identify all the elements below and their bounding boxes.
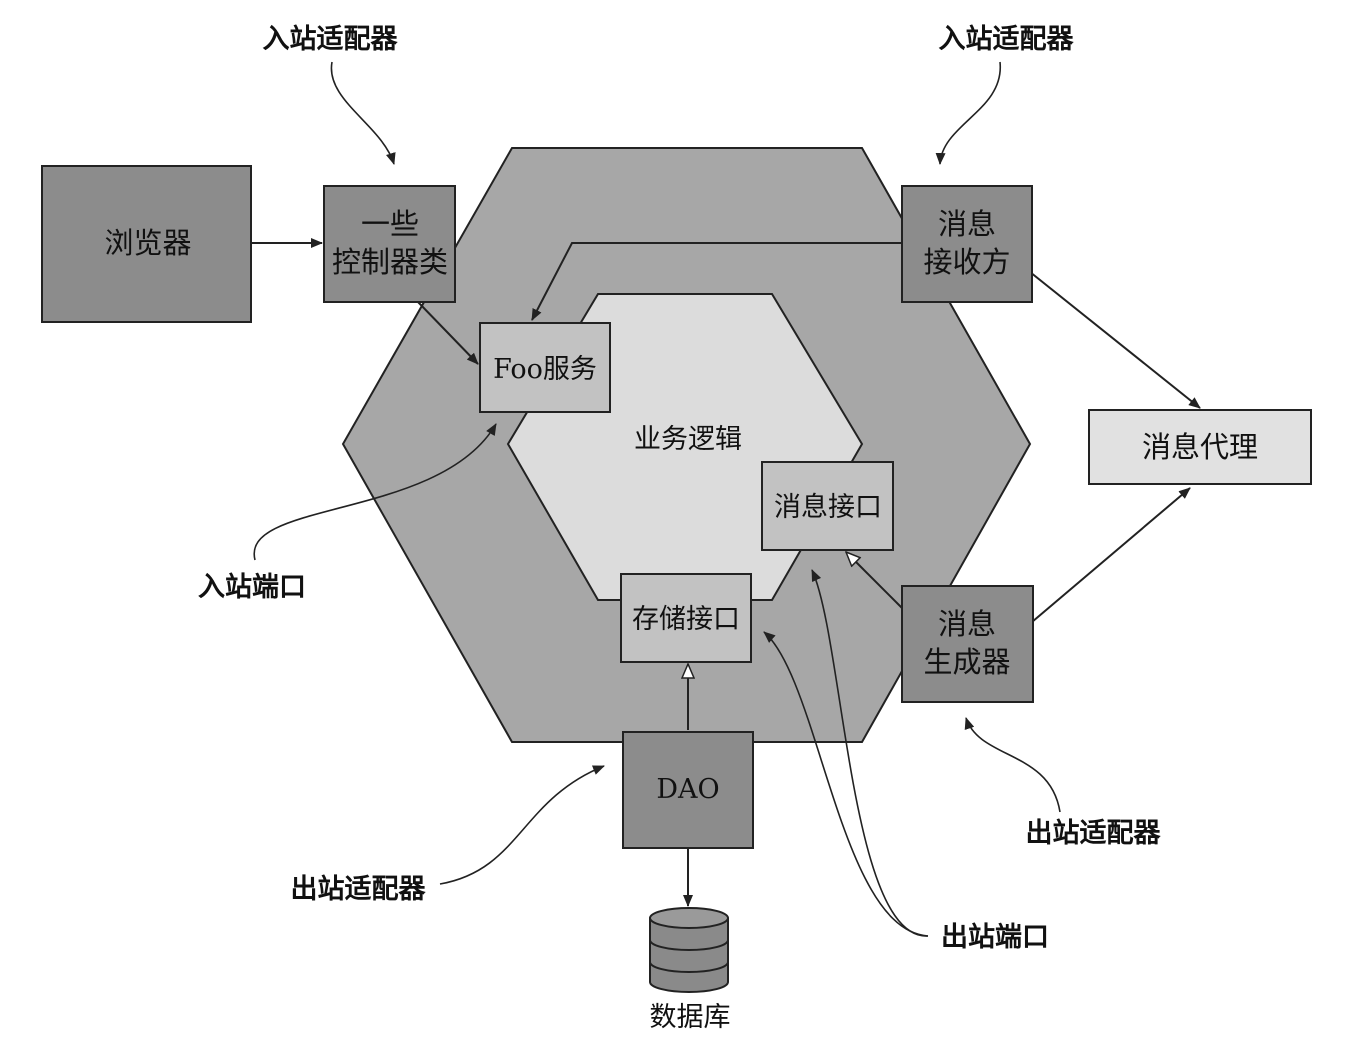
outbound-adapter-right-curve bbox=[964, 717, 1061, 813]
receiver-to-broker-arrow bbox=[1029, 271, 1201, 409]
controller-box bbox=[323, 185, 456, 303]
storage-interface-label: 存储接口 bbox=[632, 604, 740, 635]
foo-service-label: Foo服务 bbox=[493, 354, 597, 385]
message-receiver-label-line2: 接收方 bbox=[923, 245, 1010, 279]
outbound-port-label: 出站端口 bbox=[941, 922, 1049, 953]
outbound-adapter-left-label: 出站适配器 bbox=[291, 874, 427, 905]
dao-label: DAO bbox=[656, 774, 719, 805]
message-receiver-label-line1: 消息 bbox=[938, 207, 996, 241]
outbound-adapter-right-label: 出站适配器 bbox=[1026, 818, 1162, 849]
outbound-port-curve-to-storage bbox=[763, 631, 929, 937]
message-interface-label: 消息接口 bbox=[774, 492, 882, 523]
annotation-curves bbox=[253, 61, 1061, 937]
business-logic-label: 业务逻辑 bbox=[634, 424, 742, 455]
message-broker-box bbox=[1088, 409, 1312, 485]
controller-label-line2: 控制器类 bbox=[332, 245, 448, 279]
message-producer-label-line2: 生成器 bbox=[923, 645, 1010, 679]
message-producer-label-line1: 消息 bbox=[938, 607, 996, 641]
database-label: 数据库 bbox=[650, 1002, 731, 1033]
producer-implements-message-interface bbox=[846, 552, 903, 609]
inbound-adapter-right-curve bbox=[935, 61, 1001, 165]
inbound-adapter-left-curve bbox=[330, 61, 396, 165]
receiver-to-foo-arrow bbox=[531, 242, 902, 321]
connections bbox=[251, 238, 1201, 907]
storage-interface-box bbox=[620, 573, 752, 663]
inbound-adapter-right-label: 入站适配器 bbox=[939, 24, 1075, 55]
outbound-adapter-left-curve bbox=[439, 765, 605, 885]
controller-to-foo-arrow bbox=[417, 301, 479, 365]
producer-to-broker-arrow bbox=[1031, 487, 1191, 623]
message-producer-box bbox=[901, 585, 1034, 703]
message-receiver-box bbox=[901, 185, 1033, 303]
foo-service-box bbox=[479, 322, 611, 413]
message-broker-label: 消息代理 bbox=[1142, 430, 1258, 464]
dao-box bbox=[622, 731, 754, 849]
inbound-adapter-left-label: 入站适配器 bbox=[263, 24, 399, 55]
inbound-port-label: 入站端口 bbox=[198, 572, 306, 603]
outbound-port-curve-to-message bbox=[811, 569, 929, 937]
controller-label-line1: 一些 bbox=[361, 207, 419, 241]
message-interface-box bbox=[761, 461, 894, 551]
inbound-port-curve bbox=[253, 423, 497, 561]
database-icon bbox=[649, 907, 729, 993]
browser-label: 浏览器 bbox=[104, 226, 191, 260]
browser-box bbox=[41, 165, 252, 323]
